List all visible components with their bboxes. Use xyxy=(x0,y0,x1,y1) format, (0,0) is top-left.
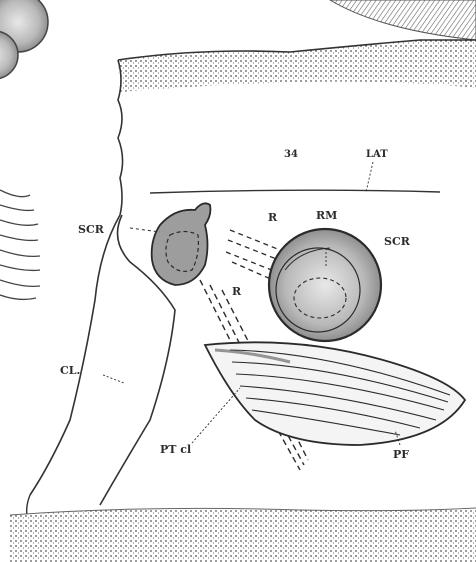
ventral-base xyxy=(10,508,476,562)
radial-muscle-label: RM xyxy=(316,209,337,222)
upper-fin-fragment xyxy=(330,0,476,40)
lateral-line-label: LAT xyxy=(366,149,388,160)
pectoral-fin xyxy=(205,342,465,445)
scapula-left-label: SCR xyxy=(78,223,105,236)
cleithrum-label: CL. xyxy=(60,364,80,377)
pterygiophore-label: PT cl xyxy=(160,443,191,456)
figure-number-label: 34 xyxy=(284,149,298,160)
pectoral-fin-label: PF xyxy=(393,448,409,461)
left-fin-rays xyxy=(0,190,40,299)
scapula-right-label: SCR xyxy=(384,235,411,248)
radial-lower-label: R xyxy=(232,285,242,298)
scapular-cartilage-right xyxy=(269,229,381,341)
radial-upper-label: R xyxy=(268,211,278,224)
body-outline xyxy=(118,40,476,215)
egg-cluster xyxy=(0,0,48,79)
